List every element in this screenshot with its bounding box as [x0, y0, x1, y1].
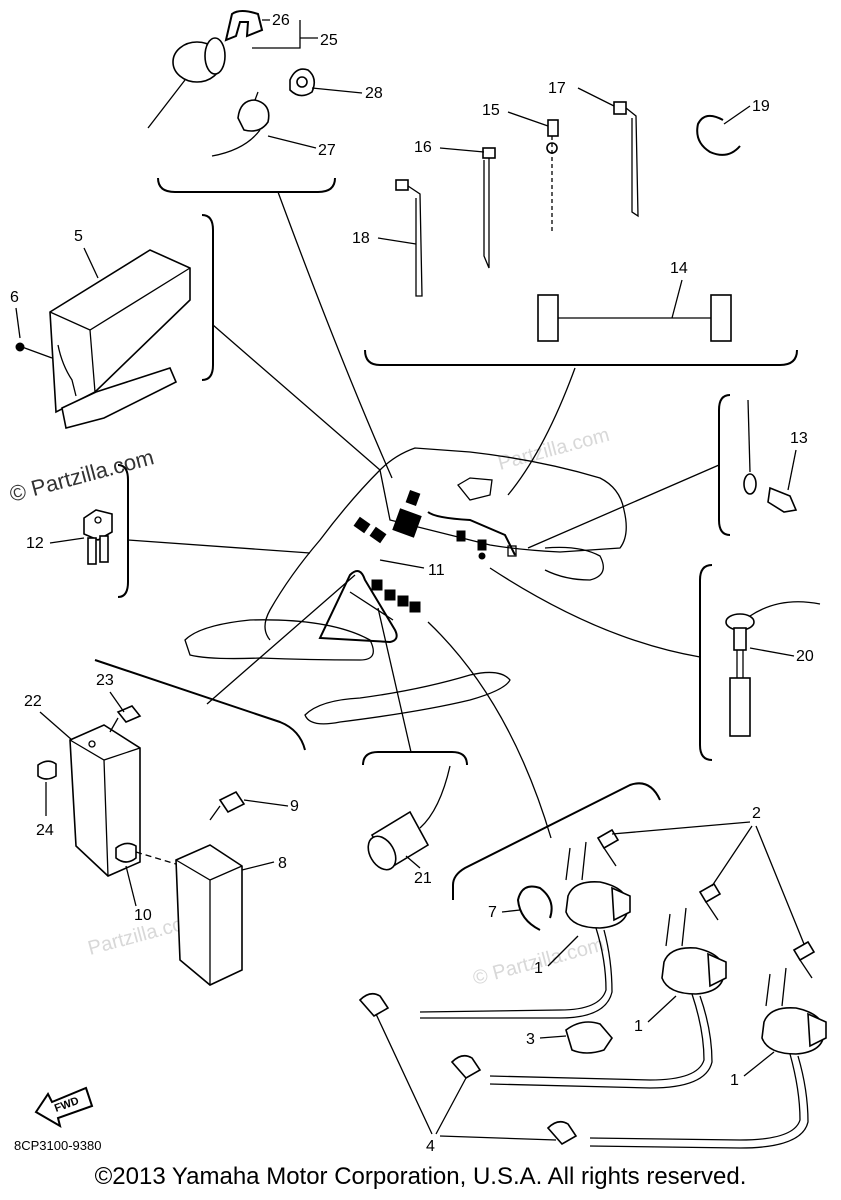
copyright-notice: ©2013 Yamaha Motor Corporation, U.S.A. A…	[94, 1163, 747, 1190]
bracket-ground-group	[718, 394, 731, 536]
bracket-condenser-group	[362, 751, 468, 766]
leader-cdi	[212, 324, 381, 471]
callout-15: 15	[482, 102, 500, 119]
callout-6: 6	[10, 289, 19, 306]
watermark-faint: Partzilla.com	[496, 424, 612, 475]
callout-16: 16	[414, 139, 432, 156]
callout-12: 12	[26, 535, 44, 552]
callout-19: 19	[752, 98, 770, 115]
callout-17: 17	[548, 80, 566, 97]
ignition-coil-2	[450, 907, 727, 1089]
leader-harness	[507, 367, 576, 496]
ignition-coil-1	[358, 841, 631, 1019]
callout-26: 26	[272, 12, 290, 29]
bracket-harness-group	[364, 349, 798, 366]
callout-1: 1	[634, 1018, 643, 1035]
leader-fuse	[127, 539, 311, 554]
diagram-code: 8CP3100-9380	[14, 1138, 101, 1153]
callout-8: 8	[278, 855, 287, 872]
bracket-cdi-group	[201, 214, 214, 381]
main-switch-assembly	[147, 10, 316, 157]
leader-regulator	[206, 574, 356, 705]
callout-22: 22	[24, 693, 42, 710]
fwd-arrow-icon: FWD	[34, 1086, 94, 1129]
lead-holder	[565, 1021, 614, 1054]
bracket-fuse-group	[117, 464, 129, 598]
callout-24: 24	[36, 822, 54, 839]
bracket-sensor-group	[699, 564, 713, 761]
bracket-ignition-group	[157, 177, 336, 193]
callout-20: 20	[796, 648, 814, 665]
callout-18: 18	[352, 230, 370, 247]
callout-21: 21	[414, 870, 432, 887]
watermark-main: © Partzilla.com	[7, 444, 157, 507]
callout-4: 4	[426, 1138, 435, 1155]
rectifier-regulator	[37, 705, 142, 877]
thermo-sensor	[725, 601, 821, 737]
condenser	[367, 765, 451, 871]
callout-23: 23	[96, 672, 114, 689]
callout-2: 2	[752, 805, 761, 822]
fuse	[83, 509, 113, 565]
callout-1: 1	[730, 1072, 739, 1089]
callout-9: 9	[290, 798, 299, 815]
leader-ignition	[277, 191, 393, 479]
callout-27: 27	[318, 142, 336, 159]
callout-1: 1	[534, 960, 543, 977]
callout-3: 3	[526, 1031, 535, 1048]
cdi-unit	[15, 249, 191, 429]
callout-5: 5	[74, 228, 83, 245]
relay-unit	[115, 790, 246, 986]
ignition-coil-3	[546, 967, 827, 1149]
callout-7: 7	[488, 904, 497, 921]
harness-connectors	[353, 490, 517, 613]
ground-lead	[743, 399, 798, 513]
leader-coil	[427, 621, 552, 839]
callout-11: 11	[428, 562, 445, 579]
bracket-regulator-group	[94, 659, 306, 751]
callout-28: 28	[365, 85, 383, 102]
leader-condenser	[377, 607, 412, 753]
leader-sensor	[489, 567, 701, 658]
bracket-coil-group	[452, 782, 661, 900]
wire-clip	[516, 885, 553, 931]
harness-small-parts	[395, 101, 741, 342]
callout-13: 13	[790, 430, 808, 447]
callout-14: 14	[670, 260, 688, 277]
callout-10: 10	[134, 907, 152, 924]
callout-25: 25	[320, 32, 338, 49]
snowmobile-chassis	[184, 447, 627, 725]
